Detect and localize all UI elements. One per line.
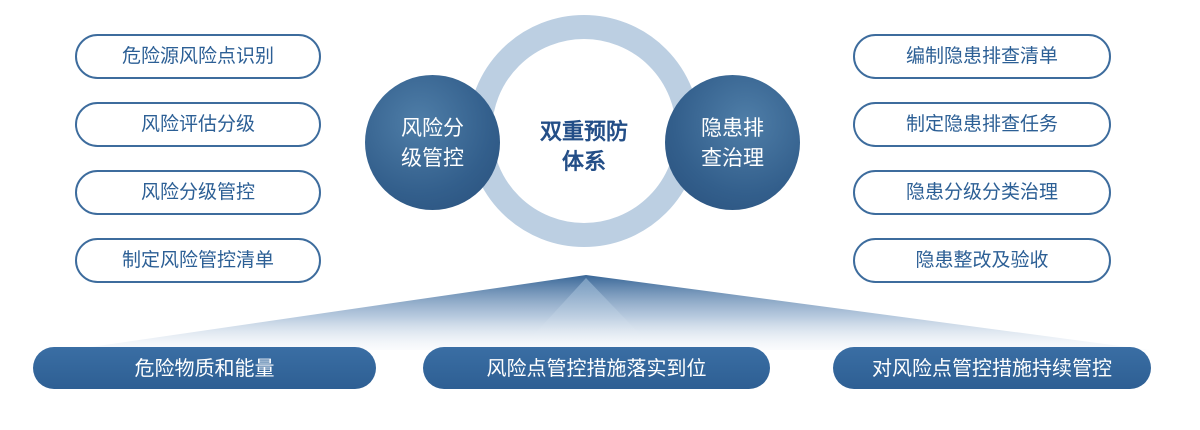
risk-control-list: 危险源风险点识别 风险评估分级 风险分级管控 制定风险管控清单 [75, 34, 321, 306]
hazard-circle-line1: 隐患排 [701, 115, 764, 140]
bottom-bar-continuous-control: 对风险点管控措施持续管控 [833, 347, 1151, 389]
risk-item-control-list: 制定风险管控清单 [75, 238, 321, 283]
risk-control-circle: 风险分 级管控 [365, 75, 500, 210]
center-title-line2: 体系 [561, 150, 606, 175]
hazard-item-classification: 隐患分级分类治理 [853, 170, 1111, 215]
risk-item-hazard-identification: 危险源风险点识别 [75, 34, 321, 79]
hazard-investigation-circle: 隐患排 查治理 [665, 75, 800, 210]
hazard-circle-line2: 查治理 [701, 145, 764, 170]
bottom-bar-measures-implemented: 风险点管控措施落实到位 [423, 347, 770, 389]
risk-item-assessment: 风险评估分级 [75, 102, 321, 147]
bottom-bar-hazardous-substances: 危险物质和能量 [33, 347, 376, 389]
hazard-investigation-list: 编制隐患排查清单 制定隐患排查任务 隐患分级分类治理 隐患整改及验收 [853, 34, 1111, 306]
hazard-item-tasks: 制定隐患排查任务 [853, 102, 1111, 147]
risk-item-graded-control: 风险分级管控 [75, 170, 321, 215]
center-title-line1: 双重预防 [539, 120, 628, 145]
hazard-item-rectification: 隐患整改及验收 [853, 238, 1111, 283]
risk-circle-line2: 级管控 [401, 145, 464, 170]
center-title: 双重预防 体系 [520, 118, 648, 178]
risk-circle-line1: 风险分 [401, 115, 464, 140]
hazard-item-checklist: 编制隐患排查清单 [853, 34, 1111, 79]
fan-beam-highlight [520, 278, 655, 350]
